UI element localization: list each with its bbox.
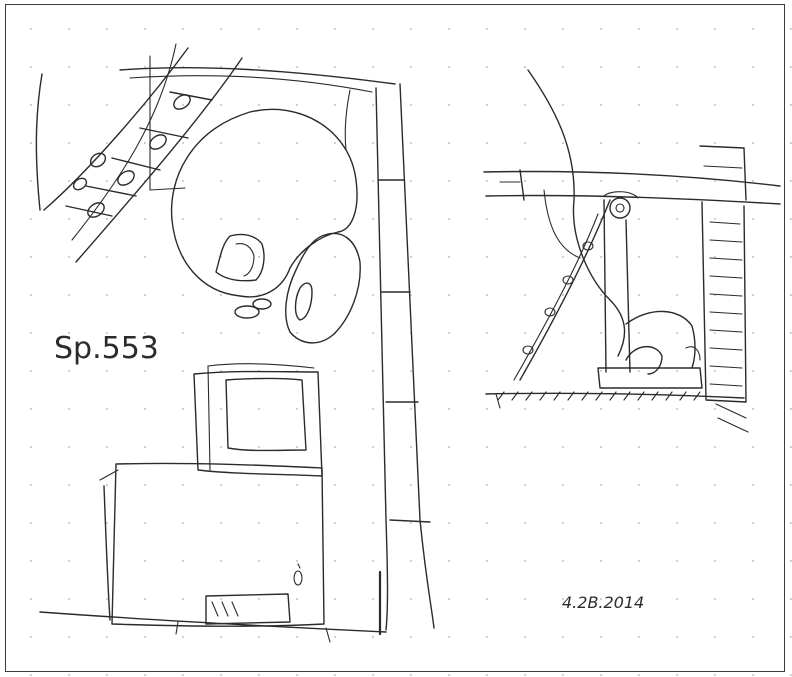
ground-drop [495, 393, 501, 409]
ladder-rung [111, 157, 161, 171]
beam-end-left [519, 169, 525, 201]
wall-hatch [709, 329, 743, 333]
top-beam-lower [129, 75, 373, 93]
drawer-detail [221, 601, 229, 617]
vertical-support [603, 199, 607, 373]
wall-hatch [709, 293, 743, 297]
pulley-hub [615, 203, 625, 213]
wall-column [699, 145, 747, 201]
base-mark-dot [297, 563, 301, 569]
blob-window [215, 233, 265, 282]
ladder-roller [89, 152, 107, 168]
base-box-top-edge [99, 469, 119, 481]
vertical-post-left-edge [375, 87, 389, 631]
ladder-roller [173, 94, 191, 110]
ladder-rung [65, 205, 113, 217]
floor-tick [325, 627, 331, 643]
machine-wheel [625, 346, 663, 375]
ladder-step [562, 275, 574, 285]
hose-curve [527, 69, 626, 357]
vertical-support-2 [625, 219, 631, 373]
wall-hatch [717, 417, 749, 433]
side-blob [285, 232, 361, 344]
ladder-rail-mid [71, 43, 177, 241]
date-signature: 4.2B.2014 [562, 593, 644, 612]
wall-hatch [709, 365, 743, 369]
base-drawer [205, 593, 291, 625]
base-mark [293, 570, 303, 586]
right-drawing: 4.2B.2014 [483, 69, 781, 612]
wall-hatch [715, 403, 747, 419]
ladder-roller [117, 170, 135, 186]
floor-tick [175, 621, 179, 635]
vertical-post-right-edge [399, 83, 435, 629]
left-drawing: Sp.553 [35, 43, 435, 643]
vertical-post-mark [389, 519, 431, 523]
pulley-wheel [609, 197, 631, 219]
drawer-detail [211, 601, 219, 617]
small-knob [234, 305, 260, 319]
top-beam [119, 67, 396, 85]
slanted-ladder [519, 199, 611, 381]
wall-hatch [709, 239, 743, 243]
wall-hatch [709, 221, 741, 225]
beam-top [483, 170, 781, 187]
blob-window-inner [235, 243, 255, 277]
ladder-step [522, 345, 534, 355]
ladder-bracket [149, 187, 186, 191]
wall-hatch [709, 347, 743, 351]
machine-wheel-2 [685, 346, 701, 361]
box-frame-top-line [207, 363, 315, 369]
ladder-rail-inner [75, 57, 243, 263]
small-knob [252, 298, 272, 310]
wall-hatch [709, 257, 743, 261]
ladder-rung [169, 91, 213, 101]
ladder-roller [72, 177, 88, 191]
side-blob-window [294, 282, 313, 321]
wall-hatch [709, 311, 743, 315]
hose-curve-2 [543, 189, 581, 259]
ladder-rung [85, 185, 137, 197]
base-box-left-edge [103, 485, 111, 621]
base-box [111, 462, 325, 628]
ground-hatch [497, 391, 701, 401]
left-edge-curve [35, 73, 43, 211]
ladder-roller [87, 202, 105, 218]
ground-line [485, 392, 745, 399]
box-frame-side [207, 365, 211, 471]
base-platform [597, 367, 703, 389]
ladder-rung [139, 127, 189, 139]
ladder-rail-outer [43, 47, 189, 211]
ladder-step [544, 307, 556, 317]
ladder-roller [149, 134, 167, 150]
wall-hatch [709, 275, 743, 279]
pulley-bracket [603, 191, 639, 199]
wall-hatch [709, 383, 743, 387]
beam-bottom [485, 194, 781, 205]
central-blob [170, 108, 358, 298]
box-frame-inner [225, 377, 307, 452]
sketch-label: Sp.553 [54, 331, 159, 366]
machine-body [625, 310, 696, 369]
wall-column-body [701, 201, 747, 403]
floor-line [39, 611, 387, 633]
wall-hatch [703, 165, 743, 169]
ladder-step [582, 241, 594, 251]
vertical-post-mark [344, 89, 351, 151]
slanted-ladder-2 [513, 213, 599, 381]
drawer-detail [231, 601, 239, 617]
